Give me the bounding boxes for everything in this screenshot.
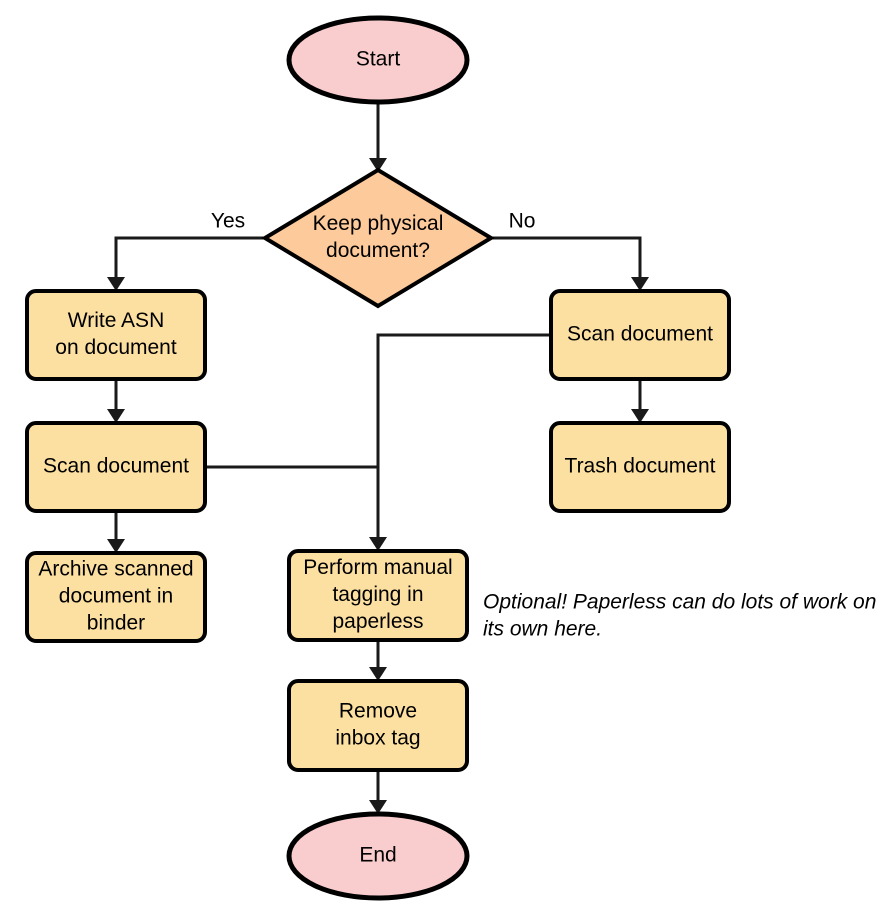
node-manual-tagging[interactable]: Perform manual tagging in paperless	[287, 549, 469, 642]
node-shape-scan-document-right[interactable]	[549, 289, 731, 381]
node-archive-binder[interactable]: Archive scanned document in binder	[25, 551, 207, 643]
edge-label-yes: Yes	[211, 210, 245, 233]
edge-decision-no-to-scan-right: No	[491, 210, 649, 291]
node-shape-keep-physical[interactable]	[261, 167, 495, 309]
node-label-keep-physical-line-2: document?	[326, 239, 430, 262]
arrowhead-icon	[631, 277, 649, 291]
arrowhead-icon	[369, 800, 387, 814]
node-label-remove-inbox-tag-line-2: inbox tag	[335, 727, 420, 750]
node-label-trash-document: Trash document	[565, 455, 716, 478]
edges-layer: Yes No	[107, 102, 649, 814]
node-trash-document[interactable]: Trash document	[549, 421, 731, 513]
node-label-manual-tagging-line-3: paperless	[332, 610, 423, 633]
arrowhead-icon	[369, 537, 387, 551]
edge-decision-yes-to-write-asn: Yes	[107, 210, 265, 291]
edge-scan-right-to-trash	[631, 379, 649, 423]
node-shape-write-asn[interactable]	[25, 289, 207, 381]
node-start[interactable]: Start	[286, 15, 470, 105]
node-label-archive-binder-line-1: Archive scanned	[38, 558, 193, 581]
node-label-end: End	[359, 844, 396, 867]
arrowhead-icon	[631, 409, 649, 423]
annotation-line-1: Optional! Paperless can do lots of work …	[483, 591, 876, 614]
edge-manual-tagging-to-remove-tag	[369, 640, 387, 681]
arrowhead-icon	[107, 539, 125, 553]
node-scan-document-right[interactable]: Scan document	[549, 289, 731, 381]
node-shape-start[interactable]	[286, 15, 470, 105]
node-scan-document-left[interactable]: Scan document	[25, 421, 207, 513]
annotation-optional-note: Optional! Paperless can do lots of work …	[483, 591, 876, 641]
annotation-line-2: its own here.	[483, 618, 602, 641]
node-end[interactable]: End	[286, 811, 470, 901]
node-shape-end[interactable]	[286, 811, 470, 901]
arrowhead-icon	[369, 158, 387, 172]
node-label-archive-binder-line-3: binder	[87, 612, 145, 635]
node-keep-physical[interactable]: Keep physical document?	[261, 167, 495, 309]
node-label-remove-inbox-tag-line-1: Remove	[339, 700, 417, 723]
node-label-write-asn-line-1: Write ASN	[68, 309, 164, 332]
arrowhead-icon	[107, 277, 125, 291]
edge-remove-tag-to-end	[369, 770, 387, 814]
edge-scan-right-to-manual-tagging	[369, 333, 551, 551]
edge-line-scan-right-to-manual-tagging	[376, 333, 551, 546]
node-label-archive-binder-line-2: document in	[59, 585, 173, 608]
edge-line-decision-no-to-scan-right	[491, 236, 642, 286]
node-shape-trash-document[interactable]	[549, 421, 731, 513]
node-write-asn[interactable]: Write ASN on document	[25, 289, 207, 381]
edge-line-decision-yes-to-write-asn	[114, 236, 265, 286]
arrowhead-icon	[369, 667, 387, 681]
node-label-start: Start	[356, 48, 401, 71]
edge-label-no: No	[509, 210, 536, 233]
edge-start-to-decision	[369, 102, 387, 172]
annotations-layer: Optional! Paperless can do lots of work …	[483, 591, 876, 641]
edge-scan-left-to-archive	[107, 511, 125, 553]
node-label-scan-document-left: Scan document	[43, 455, 189, 478]
node-shape-scan-document-left[interactable]	[25, 421, 207, 513]
node-shape-manual-tagging[interactable]	[287, 549, 469, 642]
node-shape-remove-inbox-tag[interactable]	[287, 679, 469, 772]
node-shape-archive-binder[interactable]	[25, 551, 207, 643]
node-label-manual-tagging-line-2: tagging in	[332, 583, 423, 606]
node-remove-inbox-tag[interactable]: Remove inbox tag	[287, 679, 469, 772]
edge-write-asn-to-scan-left	[107, 379, 125, 423]
node-label-write-asn-line-2: on document	[55, 336, 177, 359]
arrowhead-icon	[107, 409, 125, 423]
node-label-scan-document-right: Scan document	[567, 323, 713, 346]
node-label-manual-tagging-line-1: Perform manual	[303, 556, 452, 579]
node-label-keep-physical-line-1: Keep physical	[313, 212, 444, 235]
